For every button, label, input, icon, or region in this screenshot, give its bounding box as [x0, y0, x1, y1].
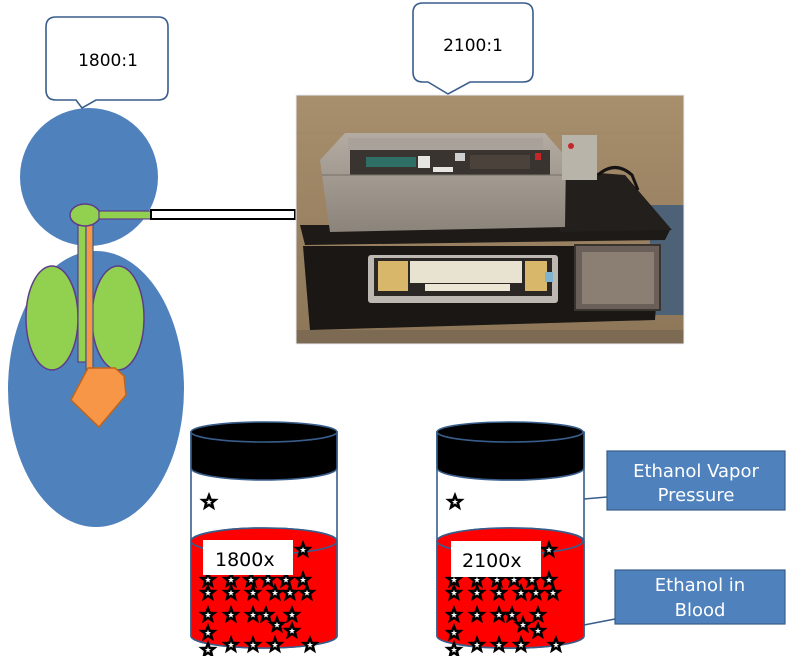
breath-analyzer-photo [296, 95, 684, 344]
photo-frame [295, 94, 685, 345]
callout-body-ratio: 1800:1 [45, 16, 169, 110]
jar-2100-lid [436, 431, 585, 481]
breath-tube-inner [98, 210, 152, 220]
red-indicator [535, 153, 541, 160]
simulator-device [562, 135, 597, 180]
callout-instrument-ratio: 2100:1 [412, 2, 534, 95]
jar-2100-label: 2100x [462, 550, 522, 572]
trachea-tube [77, 219, 87, 363]
esophagus-tube [85, 219, 94, 371]
vapor-connector [583, 496, 608, 500]
human-figure [8, 108, 184, 527]
mouth-shape [69, 203, 101, 227]
callout-body-ratio-text: 1800:1 [78, 51, 138, 71]
stomach-shape [70, 367, 127, 429]
label-blood-line-2: Blood [675, 600, 726, 621]
callout-instrument-ratio-text: 2100:1 [443, 36, 503, 56]
label-vapor-line-2: Pressure [658, 485, 735, 506]
label-ethanol-vapor-pressure: Ethanol Vapor Pressure [606, 450, 786, 511]
right-lung [91, 265, 145, 371]
jar-2100-label-box [451, 541, 541, 577]
display-readout [366, 157, 416, 167]
jar-1800-label: 1800x [215, 549, 275, 571]
label-blood-line-1: Ethanol in [655, 575, 745, 596]
left-lung [25, 265, 79, 371]
jar-1800-lid [190, 431, 338, 481]
label-vapor-line-1: Ethanol Vapor [633, 461, 759, 482]
mouthpiece-hose [150, 209, 296, 220]
jar-2100: 2100x [436, 421, 585, 656]
jar-1800: 1800x [190, 421, 338, 656]
blood-connector [583, 618, 616, 626]
label-ethanol-in-blood: Ethanol in Blood [614, 569, 786, 625]
jar-1800-label-box [203, 540, 293, 575]
